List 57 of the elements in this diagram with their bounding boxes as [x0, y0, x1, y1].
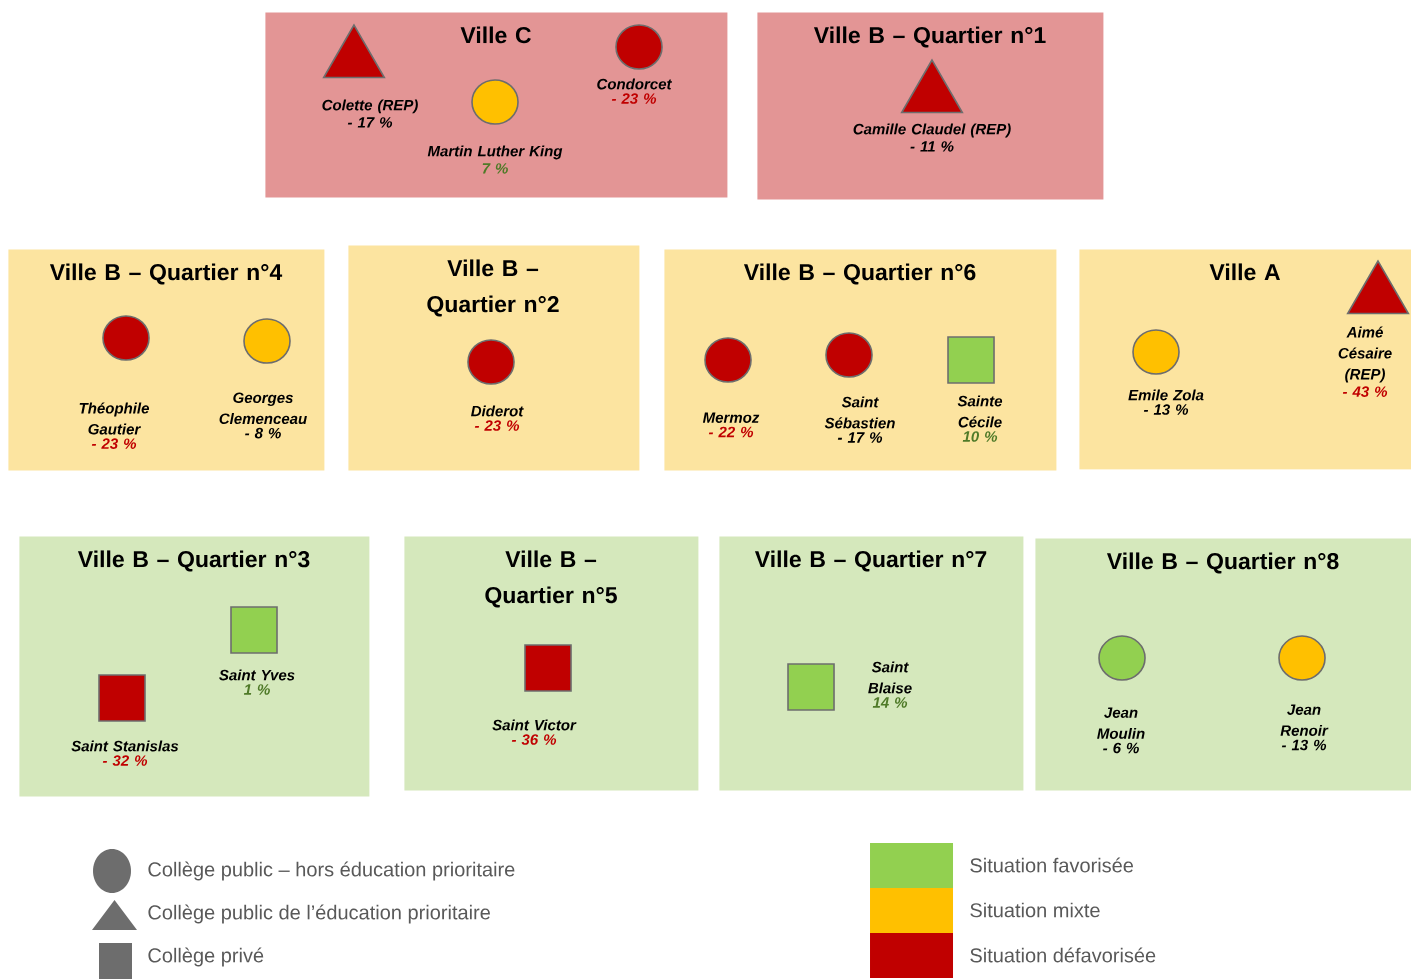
percentage-label: - 23 %: [474, 420, 520, 431]
circle-marker: [615, 24, 663, 70]
square-marker: [787, 663, 835, 711]
percentage-label: - 13 %: [1143, 404, 1189, 415]
school-name: Théophile Gautier: [79, 402, 150, 435]
percentage-label: - 32 %: [102, 755, 148, 766]
percentage-label: 10 %: [962, 431, 998, 442]
school-name: Saint Yves: [219, 669, 295, 681]
percentage-label: - 22 %: [708, 426, 754, 438]
square-marker: [230, 606, 278, 654]
school-name: Martin Luther King: [427, 145, 563, 160]
school-name: Colette (REP): [322, 99, 418, 114]
school-name: Saint Stanislas: [71, 740, 179, 752]
school-name: Emile Zola: [1128, 389, 1204, 401]
legend-text: Collège public – hors éducation prioritaire: [148, 861, 515, 881]
circle-marker: [243, 318, 291, 364]
school-name: Diderot: [471, 405, 524, 417]
circle-marker: [825, 332, 873, 378]
square-marker: [524, 644, 572, 692]
legend-text: Situation défavorisée: [970, 947, 1156, 963]
percentage-label: - 17 %: [837, 432, 883, 443]
square-marker: [947, 336, 995, 384]
school-name: Jean Renoir: [1280, 704, 1329, 736]
percentage-label: - 6 %: [1103, 742, 1139, 754]
percentage-label: 1 %: [243, 684, 270, 695]
percentage-label: - 43 %: [1342, 386, 1388, 397]
percentage-label: - 36 %: [511, 734, 557, 745]
circle-marker: [704, 337, 752, 383]
percentage-label: - 8 %: [245, 427, 281, 439]
percentage-label: 14 %: [872, 697, 908, 708]
school-name: Camille Claudel (REP): [853, 123, 1011, 138]
percentage-label: 7 %: [482, 163, 508, 174]
legend-text: Collège public de l’éducation prioritaire: [148, 904, 490, 924]
school-name: Mermoz: [702, 412, 760, 423]
circle-marker: [1278, 635, 1326, 681]
percentage-label: - 23 %: [91, 438, 137, 449]
school-name: Saint Victor: [492, 719, 577, 731]
school-name: Condorcet: [597, 78, 673, 90]
school-name: Saint Blaise: [868, 661, 912, 694]
percentage-label: - 13 %: [1281, 739, 1327, 751]
school-name: Aimé Césaire (REP): [1338, 326, 1392, 383]
school-name: Georges Clemenceau: [219, 392, 307, 425]
circle-marker: [1132, 329, 1180, 375]
square-marker: [98, 674, 146, 722]
legend-text: Situation favorisée: [970, 857, 1133, 873]
percentage-label: - 11 %: [910, 141, 954, 152]
percentage-label: - 17 %: [347, 117, 393, 128]
school-name: Saint Sébastien: [824, 396, 895, 429]
school-name: Jean Moulin: [1097, 707, 1145, 739]
school-name: Sainte Cécile: [957, 395, 1003, 428]
circle-marker: [471, 79, 519, 125]
circle-marker: [467, 339, 515, 385]
legend-text: Situation mixte: [970, 902, 1100, 918]
percentage-label: - 23 %: [611, 93, 657, 104]
legend-text: Collège privé: [148, 947, 264, 967]
circle-marker: [102, 315, 150, 361]
circle-marker: [1098, 635, 1146, 681]
